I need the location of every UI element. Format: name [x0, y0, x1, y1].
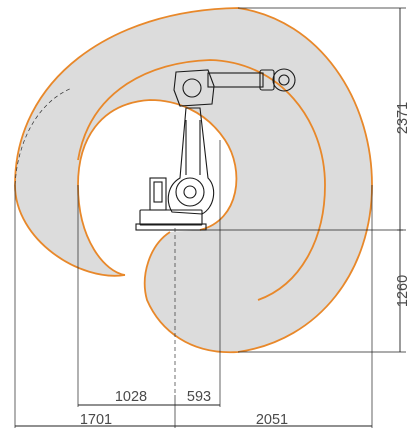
- dimension-inner-left: 1028: [115, 389, 147, 405]
- dimension-reach-height: 2371: [395, 102, 411, 134]
- dimension-outer-right: 2051: [256, 412, 288, 428]
- vertical-dimension: [397, 8, 403, 352]
- horizontal-dimensions: [15, 404, 372, 427]
- extension-lines: [14, 7, 406, 428]
- robot-arm: [135, 68, 296, 231]
- envelope-dashed-arc: [14, 87, 73, 186]
- work-envelope-area: [15, 8, 372, 353]
- dimension-lower-height: 1260: [395, 275, 411, 307]
- envelope-mid-arc: [77, 59, 326, 301]
- dimension-outer-left: 1701: [80, 412, 112, 428]
- envelope-inner-boundary: [77, 99, 238, 276]
- dimension-inner-right: 593: [187, 389, 211, 405]
